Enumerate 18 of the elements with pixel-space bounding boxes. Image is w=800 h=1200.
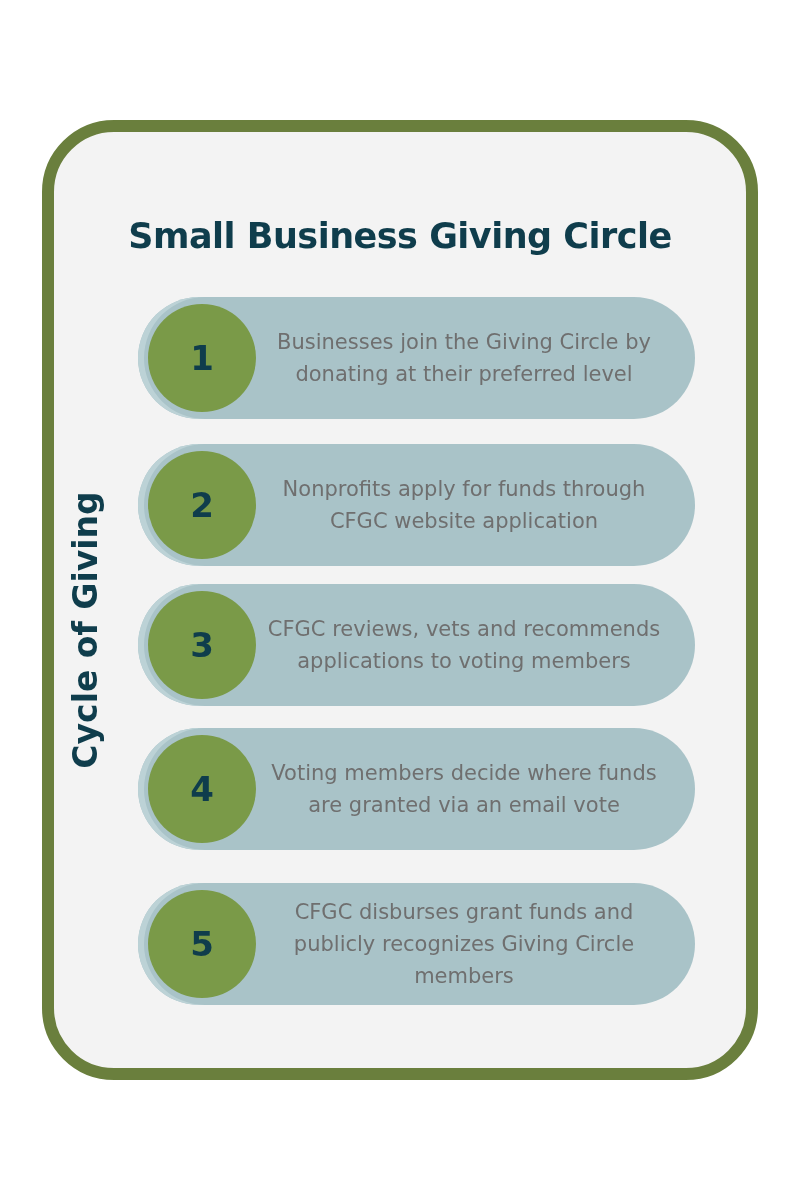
step-number-circle <box>148 451 256 559</box>
step-number-circle <box>148 890 256 998</box>
step-number: 4 <box>190 769 214 809</box>
step-number: 2 <box>190 485 214 525</box>
step-description: Businesses join the Giving Circle by donating at their preferred level <box>276 329 652 388</box>
step-number-circle <box>148 591 256 699</box>
title: Small Business Giving Circle <box>127 216 673 256</box>
step-number-circle <box>148 735 256 843</box>
step-description: CFGC reviews, vets and recommends applications to voting members <box>266 616 662 675</box>
card-background <box>42 120 758 1080</box>
step-number-circle <box>148 304 256 412</box>
step-number: 1 <box>190 338 214 378</box>
step-description: Nonprofits apply for funds through CFGC website application <box>281 476 647 535</box>
step-description: CFGC disburses grant funds and publicly recognizes Giving Circle members <box>292 899 636 990</box>
vertical-heading: Cycle of Giving <box>65 491 105 769</box>
step-description: Voting members decide where funds are granted via an email vote <box>270 760 658 819</box>
step-number: 5 <box>190 924 214 964</box>
step-number: 3 <box>190 625 214 665</box>
